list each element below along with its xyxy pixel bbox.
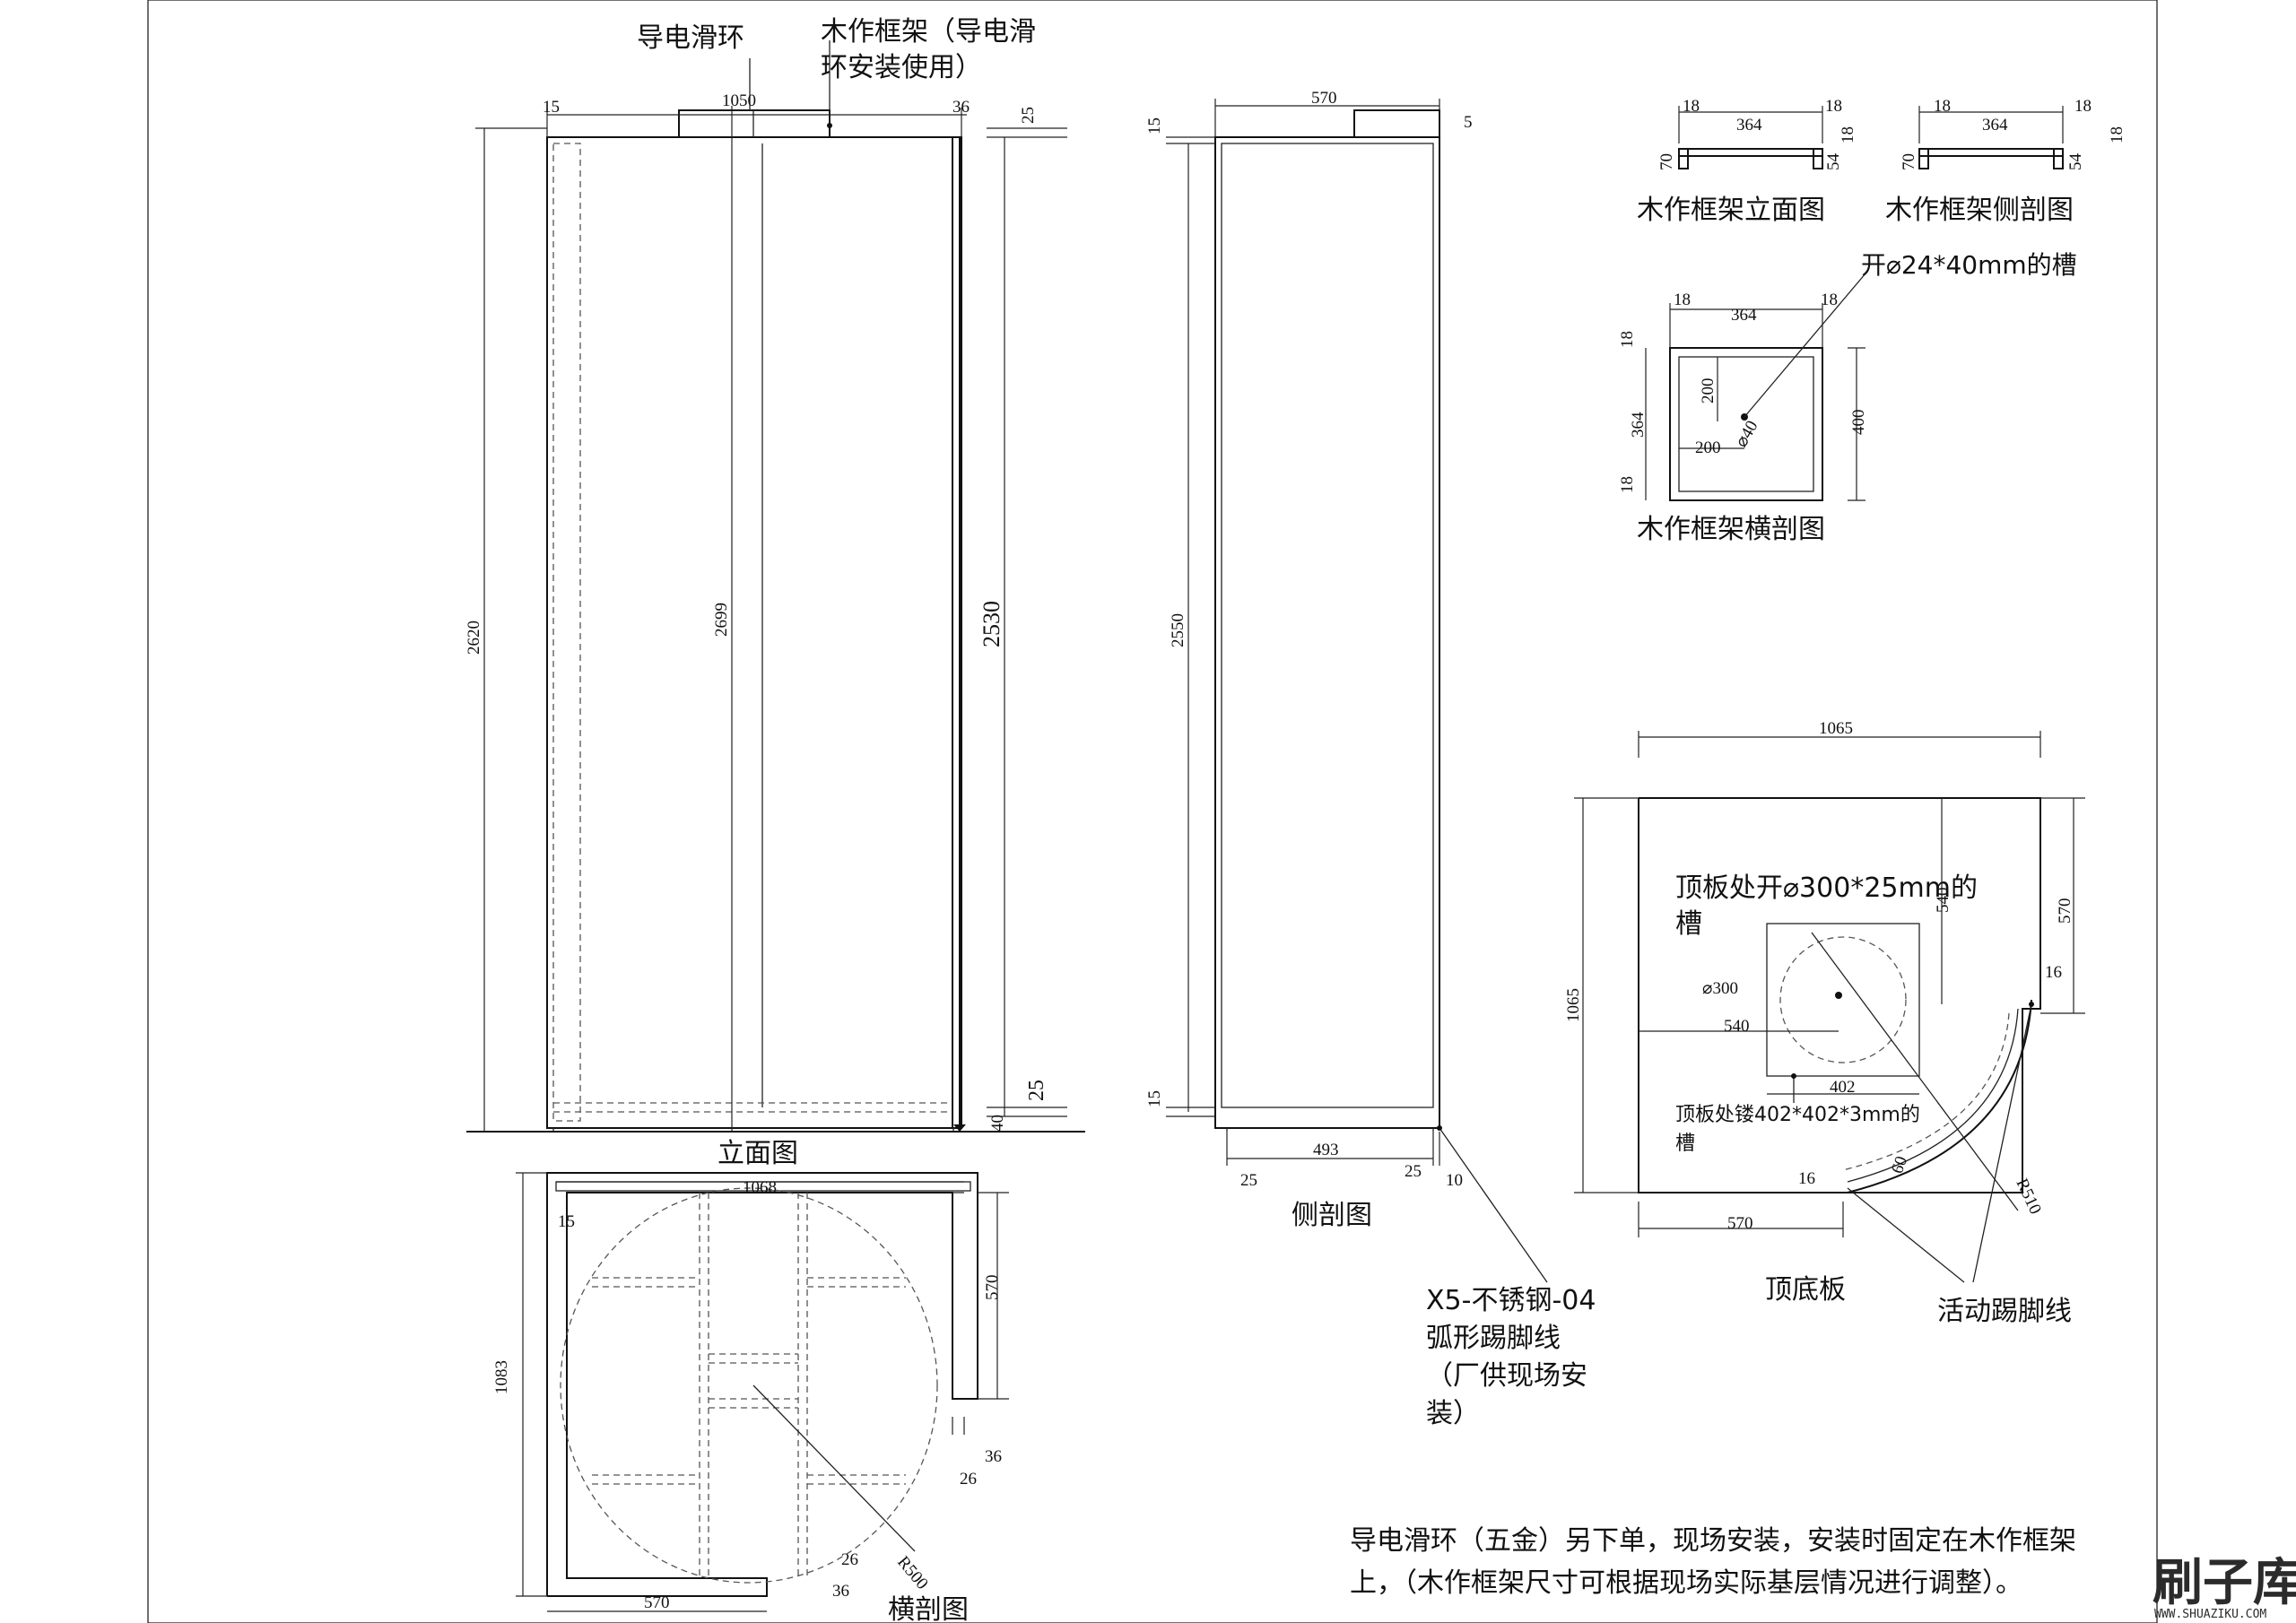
dim-text: 540: [1934, 888, 1952, 914]
dim-text: 5: [1464, 113, 1473, 132]
dim-text: 26: [960, 1470, 977, 1488]
dim-text: 18: [1618, 331, 1637, 348]
dim-text: 1050: [722, 91, 756, 110]
dim-text: 540: [1724, 1017, 1750, 1036]
label-movable-skirting: 活动踢脚线: [1937, 1296, 2072, 1327]
cross-section-view: [516, 1172, 1009, 1612]
dim-text: 15: [1145, 117, 1164, 135]
dim-text: 25: [1405, 1162, 1422, 1181]
dim-text: 364: [1736, 116, 1762, 135]
dim-text: 2530: [978, 601, 1004, 647]
dim-text: R500: [893, 1553, 932, 1593]
label-slip-ring: 导电滑环: [637, 22, 744, 54]
note-line1: 导电滑环（五金）另下单，现场安装，安装时固定在木作框架: [1350, 1525, 2076, 1557]
dim-text: 36: [832, 1582, 849, 1601]
dim-text: 364: [1982, 116, 2008, 135]
side-section-view: [1166, 99, 1548, 1283]
frame-elevation-view: [1678, 106, 1823, 169]
dim-text: 54: [1824, 153, 1843, 171]
dim-text: 570: [644, 1593, 670, 1612]
top-bottom-board-view: [1574, 731, 2085, 1283]
frame-side-section-view: [1918, 106, 2064, 169]
dim-text: 15: [558, 1212, 575, 1231]
label-skirting-line1: X5-不锈钢-04: [1426, 1285, 1596, 1316]
dim-text: 1068: [743, 1178, 777, 1197]
dim-text: 25: [1240, 1171, 1257, 1190]
dim-text: 570: [983, 1275, 1002, 1301]
dim-text: 1065: [1564, 988, 1583, 1022]
title-elevation: 立面图: [718, 1138, 798, 1169]
title-cross-section: 横剖图: [888, 1594, 969, 1623]
label-wood-frame-line2: 环安装使用）: [821, 52, 982, 83]
dim-text: 493: [1313, 1141, 1339, 1159]
dim-text: 200: [1699, 378, 1718, 404]
dim-text: 26: [841, 1550, 858, 1569]
dim-text: ⌀40: [1732, 418, 1761, 451]
dim-text: 36: [985, 1447, 1002, 1466]
dim-text: 570: [1727, 1214, 1753, 1233]
title-frame-cross-section: 木作框架横剖图: [1637, 514, 1825, 545]
dim-text: 40: [988, 1115, 1007, 1132]
dim-text: 36: [952, 98, 970, 117]
dim-text: 16: [1798, 1169, 1815, 1188]
dim-text: 18: [1825, 97, 1842, 116]
dim-text: 18: [2074, 97, 2092, 116]
dim-text: 18: [1618, 476, 1637, 493]
label-inlay-line2: 槽: [1675, 1133, 1695, 1155]
dim-text: 364: [1629, 412, 1648, 438]
dim-text: 15: [543, 98, 560, 117]
dim-text: R510: [2012, 1176, 2044, 1217]
dim-text: 402: [1830, 1078, 1856, 1097]
label-inlay-line1: 顶板处镂402*402*3mm的: [1675, 1104, 1920, 1126]
dim-text: 200: [1695, 438, 1721, 457]
title-top-bottom-board: 顶底板: [1765, 1274, 1846, 1306]
dim-text: 1065: [1819, 719, 1853, 738]
dim-text: 70: [1657, 153, 1676, 170]
title-frame-side-section: 木作框架侧剖图: [1885, 195, 2074, 226]
dim-text: 1083: [492, 1360, 511, 1394]
dim-text: 18: [1683, 97, 1700, 116]
dim-text: ⌀300: [1702, 979, 1738, 998]
label-skirting-line3: （厂供现场安: [1426, 1360, 1587, 1392]
label-slot-small: 开⌀24*40mm的槽: [1861, 250, 2077, 280]
dim-text: 18: [1839, 126, 1857, 143]
dim-text: 2550: [1169, 613, 1187, 647]
dim-text: 54: [2066, 153, 2085, 171]
dim-text: 18: [2108, 126, 2126, 143]
label-wood-frame-line1: 木作框架（导电滑: [821, 16, 1036, 48]
dim-text: 16: [2045, 963, 2062, 982]
dimension-texts: 15 1050 36 25 2620 2699 2530 25 40 570 1…: [465, 89, 2126, 1612]
dim-text: 25: [1025, 1080, 1048, 1101]
watermark-url: WWW.SHUAZIKU.COM: [2154, 1608, 2266, 1621]
label-skirting-line4: 装）: [1426, 1398, 1480, 1429]
dim-text: 70: [1900, 153, 1918, 170]
dim-text: 570: [2056, 898, 2074, 924]
dim-text: 18: [1674, 291, 1691, 309]
title-frame-elevation: 木作框架立面图: [1637, 195, 1825, 226]
label-slot-top-line2: 槽: [1675, 908, 1702, 940]
watermark-title: 刷子库: [2152, 1554, 2296, 1612]
elevation-view: [466, 40, 1085, 1133]
frame-cross-section-view: [1645, 273, 1866, 501]
view-labels: 导电滑环 木作框架（导电滑 环安装使用） 立面图 侧剖图 横剖图 顶底板 木作框…: [637, 16, 2077, 1623]
dim-text: 364: [1731, 306, 1757, 325]
title-side-section: 侧剖图: [1292, 1200, 1372, 1231]
label-skirting-line2: 弧形踢脚线: [1426, 1323, 1561, 1354]
dim-text: 570: [1311, 89, 1337, 108]
dim-text: 10: [1446, 1171, 1463, 1190]
note-line2: 上，（木作框架尺寸可根据现场实际基层情况进行调整）。: [1350, 1567, 2022, 1599]
dim-text: 18: [1934, 97, 1951, 116]
dim-text: 15: [1145, 1090, 1164, 1107]
dim-text: 2699: [712, 603, 731, 637]
dim-text: 400: [1849, 410, 1868, 436]
dim-text: 2620: [465, 621, 483, 655]
dim-text: 18: [1821, 291, 1838, 309]
sheet-border: [147, 0, 2158, 1623]
label-slot-top-line1: 顶板处开⌀300*25mm的: [1675, 872, 1978, 904]
watermark: 刷子库 WWW.SHUAZIKU.COM: [2152, 1554, 2296, 1621]
dim-text: 25: [1019, 107, 1038, 124]
